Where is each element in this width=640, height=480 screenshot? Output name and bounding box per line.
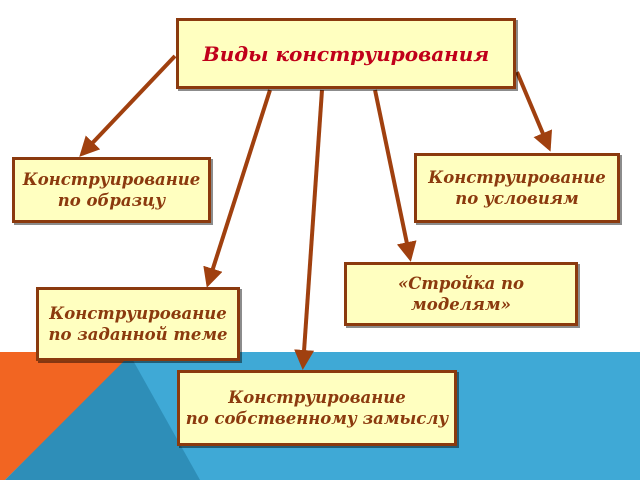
arrow-root-to-topic: [203, 89, 272, 288]
node-by-own-idea: Конструирование по собственному замыслу: [177, 370, 457, 446]
root-node: Виды конструирования: [176, 18, 516, 89]
node-by-models: «Стройка по моделям»: [344, 262, 578, 326]
blue-stripe-dark: [5, 355, 200, 480]
node-by-topic-label: Конструирование по заданной теме: [48, 303, 228, 344]
node-by-models-label: «Стройка по моделям»: [397, 273, 525, 314]
arrow-root-to-own: [294, 89, 324, 370]
node-by-topic: Конструирование по заданной теме: [36, 287, 240, 361]
node-by-conditions: Конструирование по условиям: [414, 153, 620, 223]
node-by-sample: Конструирование по образцу: [12, 157, 211, 223]
arrow-root-to-conditions: [515, 71, 553, 152]
arrow-root-to-sample: [79, 54, 177, 157]
root-node-label: Виды конструирования: [202, 41, 490, 66]
node-by-conditions-label: Конструирование по условиям: [428, 167, 606, 208]
arrow-root-to-models: [373, 89, 417, 262]
node-by-own-idea-label: Конструирование по собственному замыслу: [185, 387, 449, 428]
node-by-sample-label: Конструирование по образцу: [22, 169, 201, 210]
